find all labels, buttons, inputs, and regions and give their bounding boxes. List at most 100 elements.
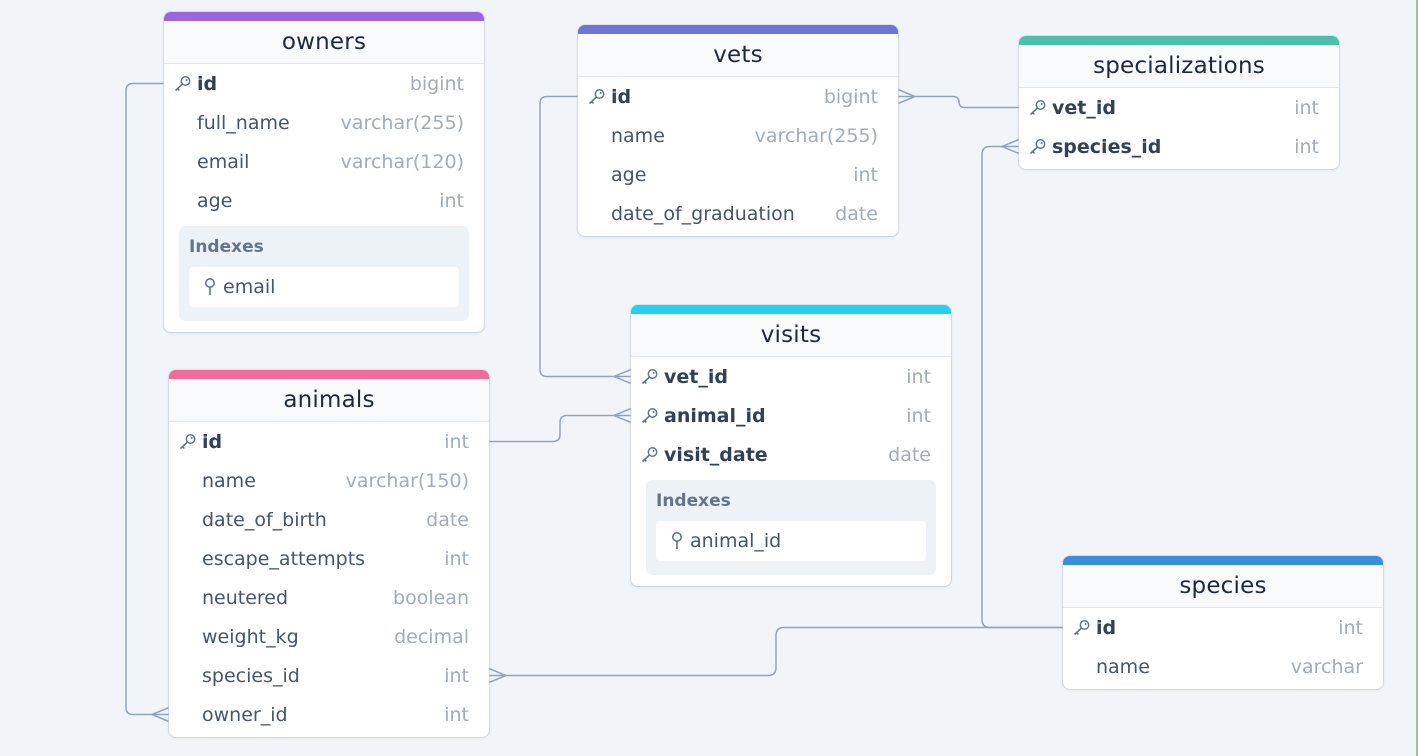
field-row-neutered[interactable]: neutered boolean: [169, 578, 489, 617]
crowfoot-animals-owner-id[interactable]: [150, 706, 170, 723]
field-row-species-id[interactable]: species_id int: [169, 656, 489, 695]
field-name: age: [611, 163, 647, 186]
field-name: name: [1096, 655, 1150, 678]
field-name: vet_id: [1052, 96, 1116, 119]
crowfoot-specializations-species-id[interactable]: [1000, 138, 1020, 155]
field-name: weight_kg: [202, 625, 299, 648]
field-name: species_id: [202, 664, 300, 687]
indexes-title: Indexes: [189, 237, 264, 257]
key-icon: [641, 369, 658, 385]
relation-animals-visits[interactable]: [489, 414, 631, 443]
field-type: int: [444, 664, 469, 687]
index-icon: [205, 278, 215, 295]
indexes-title: Indexes: [656, 491, 731, 511]
key-icon: [1029, 139, 1046, 155]
field-type: varchar(120): [340, 150, 464, 173]
table-specializations-color-bar: [1019, 36, 1339, 45]
key-icon: [179, 434, 196, 450]
field-row-owner-id[interactable]: owner_id int: [169, 695, 489, 734]
index-label: animal_id: [690, 530, 782, 552]
field-name: date_of_graduation: [611, 202, 795, 225]
relation-vets-specializations[interactable]: [898, 95, 1019, 109]
table-animals[interactable]: animals id int name varchar(150) date_of_bir…: [169, 370, 489, 737]
field-row-full-name[interactable]: full_name varchar(255): [164, 103, 484, 142]
field-row-name[interactable]: name varchar(150): [169, 461, 489, 500]
crowfoot-visits-vet-id[interactable]: [612, 368, 632, 385]
crowfoot-vets-id[interactable]: [897, 88, 917, 105]
field-type: int: [444, 547, 469, 570]
table-owners-color-bar: [164, 12, 484, 21]
field-name: animal_id: [664, 404, 766, 427]
field-type: date: [835, 202, 878, 225]
table-specializations-title: specializations: [1019, 45, 1339, 88]
field-name: id: [197, 72, 218, 95]
field-type: int: [906, 365, 931, 388]
crowfoot-animals-species-id[interactable]: [488, 667, 508, 684]
field-type: int: [444, 430, 469, 453]
table-owners-indexes: Indexes email: [179, 226, 469, 321]
field-type: varchar(255): [340, 111, 464, 134]
key-icon: [588, 89, 605, 105]
field-name: neutered: [202, 586, 289, 609]
field-type: bigint: [409, 72, 464, 95]
index-label: email: [223, 276, 276, 298]
relation-owners-animals[interactable]: [125, 82, 169, 716]
relation-species-animals[interactable]: [489, 626, 1063, 677]
index-item-email[interactable]: email: [189, 267, 459, 307]
field-name: owner_id: [202, 703, 288, 726]
field-name: id: [202, 430, 223, 453]
relation-species-specializations[interactable]: [981, 145, 1063, 629]
field-name: full_name: [197, 111, 290, 134]
field-type: int: [1338, 616, 1363, 639]
index-item-animal-id[interactable]: animal_id: [656, 521, 926, 561]
field-type: int: [444, 703, 469, 726]
table-vets-color-bar: [578, 25, 898, 34]
field-name: vet_id: [664, 365, 728, 388]
field-type: date: [426, 508, 469, 531]
field-row-vet-id[interactable]: vet_id int: [1019, 88, 1339, 127]
table-species-title: species: [1063, 565, 1383, 608]
field-type: varchar: [1290, 655, 1363, 678]
table-animals-color-bar: [169, 370, 489, 379]
field-row-date-of-graduation[interactable]: date_of_graduation date: [578, 194, 898, 233]
field-type: varchar(150): [345, 469, 469, 492]
crowfoot-visits-animal-id[interactable]: [612, 407, 632, 424]
field-name: name: [202, 469, 256, 492]
field-type: bigint: [823, 85, 878, 108]
key-icon: [641, 447, 658, 463]
table-animals-title: animals: [169, 379, 489, 422]
field-type: int: [1294, 96, 1319, 119]
key-icon: [1073, 620, 1090, 636]
field-name: species_id: [1052, 135, 1162, 158]
field-type: boolean: [393, 586, 469, 609]
field-row-id[interactable]: id bigint: [164, 64, 484, 103]
field-row-vet-id[interactable]: vet_id int: [631, 357, 951, 396]
field-row-id[interactable]: id int: [169, 422, 489, 461]
field-type: varchar(255): [754, 124, 878, 147]
field-name: visit_date: [664, 443, 768, 466]
field-row-name[interactable]: name varchar: [1063, 647, 1383, 686]
canvas-edge: [1416, 0, 1418, 756]
